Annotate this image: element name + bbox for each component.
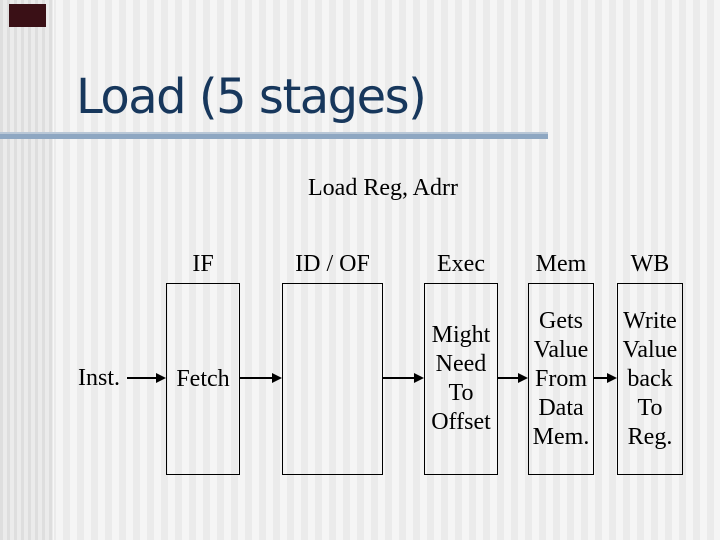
stage-box-text-mem: Gets Value From Data Mem.: [532, 307, 590, 450]
stage-header-if: IF: [192, 251, 214, 277]
title-underline-rule: [0, 132, 548, 139]
stage-box-exec: Might Need To Offset: [424, 283, 498, 475]
inst-label: Inst.: [78, 365, 120, 391]
stage-box-text-exec: Might Need To Offset: [431, 322, 491, 435]
arrow-exec-to-mem-icon: [498, 372, 528, 384]
stage-box-mem: Gets Value From Data Mem.: [528, 283, 594, 475]
arrow-mem-to-wb-icon: [594, 372, 617, 384]
left-stripe-panel: [0, 0, 54, 540]
arrow-inst-to-if-icon: [127, 372, 166, 384]
stage-box-text-wb: Write Value back To Reg.: [622, 307, 678, 450]
arrow-if-to-idof-icon: [240, 372, 282, 384]
stage-header-mem: Mem: [535, 251, 587, 277]
page-title: Load (5 stages): [76, 69, 427, 125]
stage-header-id-of: ID / OF: [295, 251, 370, 277]
instruction-subtitle: Load Reg, Adrr: [308, 175, 458, 201]
arrow-idof-to-exec-icon: [383, 372, 424, 384]
stage-box-wb: Write Value back To Reg.: [617, 283, 683, 475]
stage-box-text-if: Fetch: [176, 365, 230, 392]
accent-bar: [9, 4, 46, 27]
stage-header-exec: Exec: [437, 251, 485, 277]
stage-box-id-of: [282, 283, 383, 475]
stage-header-wb: WB: [630, 251, 670, 277]
stage-box-if: Fetch: [166, 283, 240, 475]
